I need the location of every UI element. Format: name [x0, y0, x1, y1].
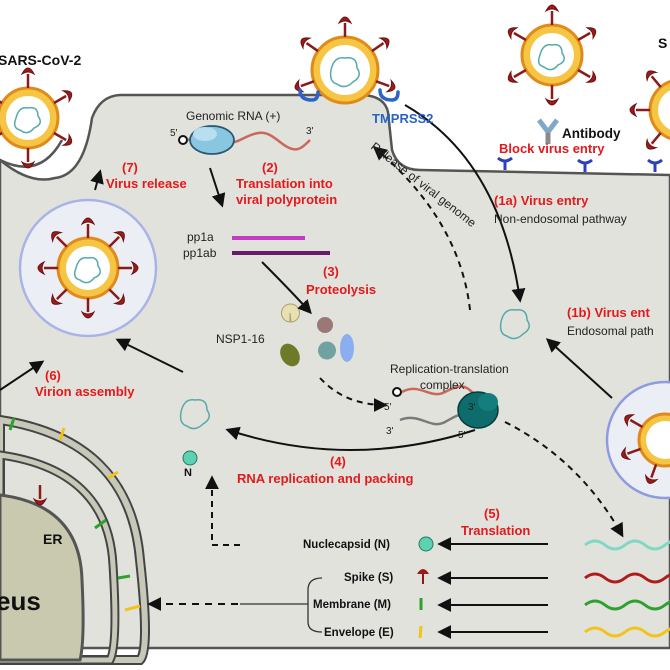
antibody-icon	[537, 118, 559, 144]
pp1ab-label: pp1ab	[183, 246, 217, 260]
rtc-5prime-top: 5'	[384, 402, 392, 413]
protein-bracket	[240, 577, 323, 633]
envelope-icon	[418, 625, 423, 639]
antibody-label: Antibody	[562, 126, 621, 141]
genomic-rna-label: Genomic RNA (+)	[186, 109, 280, 123]
free-rna-right	[499, 308, 530, 340]
tmprss2-receptors	[298, 88, 400, 102]
release-bud	[0, 139, 64, 168]
rtc-3prime-bottom: 3'	[386, 426, 394, 437]
spike-label: Spike (S)	[344, 572, 393, 584]
rtc-3prime-top: 3'	[468, 402, 476, 413]
step4-num: (4)	[330, 454, 346, 469]
step1a-label: (1a) Virus entry	[494, 193, 589, 208]
free-rna-left	[179, 398, 210, 430]
arrows	[0, 104, 624, 639]
step1b-label: (1b) Virus ent	[567, 305, 651, 320]
rtc-5prime-bottom: 5'	[458, 430, 466, 441]
nucleus-er	[0, 414, 150, 665]
entering-virion	[291, 15, 399, 105]
nsp-label: NSP1-16	[216, 332, 265, 346]
genomic-rna	[178, 125, 311, 155]
step4-label: RNA replication and packing	[237, 471, 414, 486]
released-virion	[0, 66, 76, 170]
step5-num: (5)	[484, 506, 500, 521]
spike-icon	[417, 569, 429, 584]
rtc-label-1: Replication-translation	[390, 362, 509, 376]
sars-cov-2-label: SARS-CoV-2	[0, 52, 81, 68]
step1b-sub: Endosomal path	[567, 324, 654, 338]
envelope-label: Envelope (E)	[324, 627, 394, 639]
host-cell	[0, 93, 670, 650]
step6-label: Virion assembly	[35, 384, 135, 399]
step5-label: Translation	[461, 523, 530, 538]
nucleocapsid-icon	[418, 536, 434, 552]
blocked-virion	[504, 3, 600, 107]
step3-num: (3)	[323, 264, 339, 279]
sars-right-partial-label: S	[658, 35, 667, 51]
n-protein-dot	[182, 450, 198, 466]
assembled-virion-vesicle	[18, 198, 158, 338]
rna-3prime-label: 3'	[306, 126, 314, 137]
endosome-virion	[605, 380, 670, 500]
rtc-label-2: complex	[420, 378, 465, 392]
step2-num: (2)	[262, 160, 278, 175]
step7-num: (7)	[122, 160, 138, 175]
ace2-receptors	[497, 156, 663, 172]
rna-5prime-label: 5'	[170, 128, 178, 139]
subgenomic-mrnas	[584, 539, 670, 638]
block-entry-label: Block virus entry	[499, 141, 605, 156]
nucleus-label: eus	[0, 586, 41, 616]
nsp-fragments	[280, 303, 354, 367]
n-protein-label: N	[184, 467, 192, 479]
step2-label-1: Translation into	[236, 176, 333, 191]
step2-label-2: viral polyprotein	[236, 192, 337, 207]
step7-label: Virus release	[106, 176, 187, 191]
membrane-label: Membrane (M)	[313, 599, 391, 611]
partial-virion-right	[628, 66, 670, 154]
nucleocapsid-label: Nuclecapsid (N)	[303, 539, 390, 551]
tmprss2-label: TMPRSS2	[372, 111, 433, 126]
pp1a-label: pp1a	[187, 230, 214, 244]
step6-num: (6)	[45, 368, 61, 383]
replication-complex	[392, 385, 499, 429]
er-label: ER	[43, 531, 62, 547]
step1a-sub: Non-endosomal pathway	[494, 212, 627, 226]
step3-label: Proteolysis	[306, 282, 376, 297]
